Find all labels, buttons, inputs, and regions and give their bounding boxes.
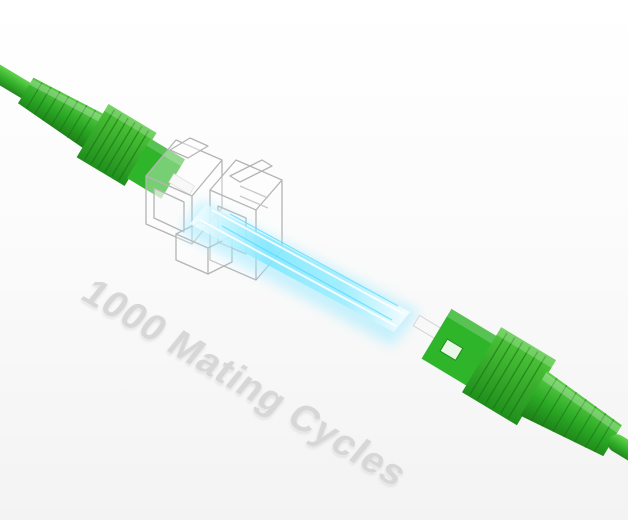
left-boot xyxy=(17,77,105,149)
right-grip xyxy=(462,327,557,426)
right-connector xyxy=(412,308,628,485)
left-connector xyxy=(0,60,196,199)
light-beam xyxy=(180,200,420,346)
right-boot xyxy=(520,371,622,457)
